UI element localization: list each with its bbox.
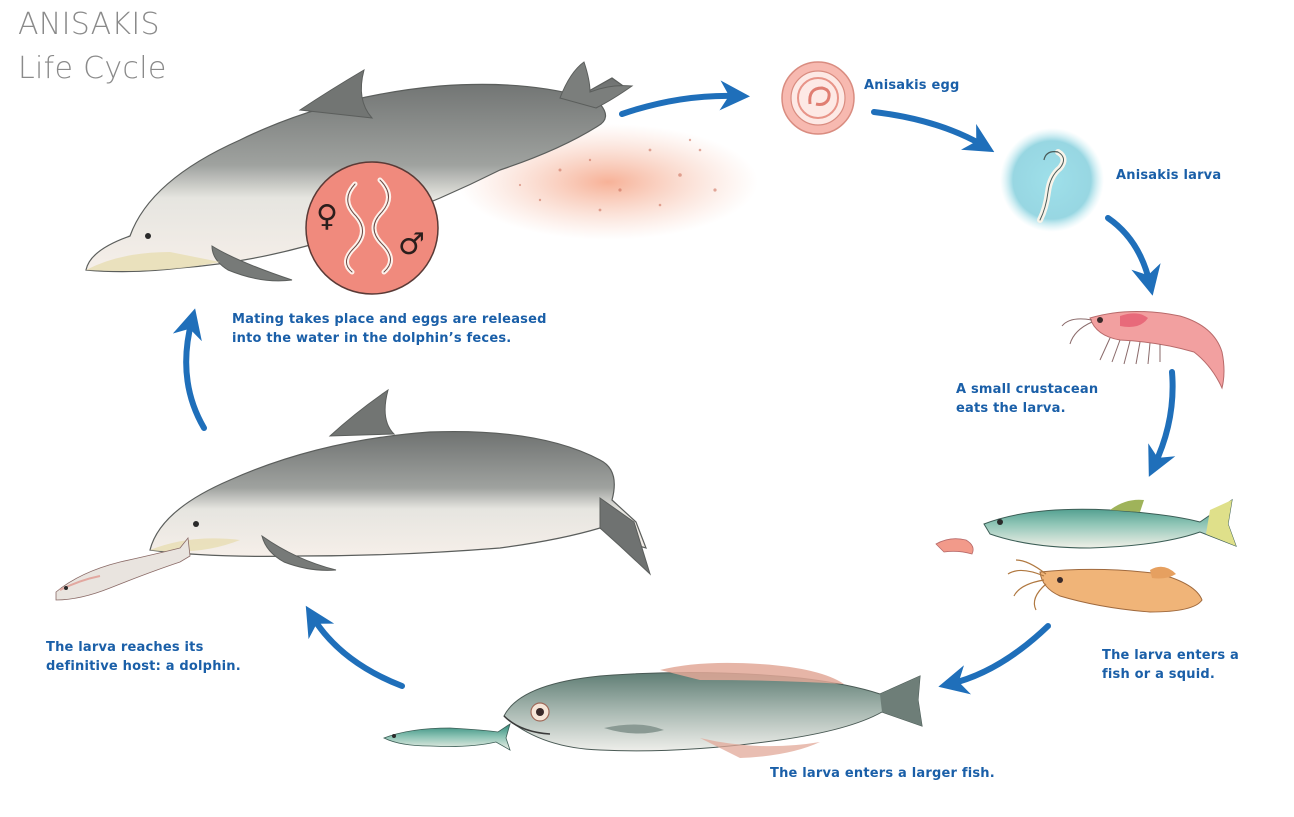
egg-illustration bbox=[781, 61, 855, 135]
arrow-larger-fish-to-dolphin bbox=[305, 605, 405, 689]
dolphin-top-dorsal-fin bbox=[298, 68, 374, 119]
dolphin-top-tail bbox=[559, 61, 634, 109]
arrow-dolphin-to-egg bbox=[619, 80, 750, 117]
arrow-dolphin-to-mating bbox=[172, 308, 207, 431]
female-symbol: ♀ bbox=[316, 199, 338, 234]
caption-larva: Anisakis larva bbox=[1116, 168, 1222, 183]
larva-illustration bbox=[1000, 128, 1104, 232]
squid bbox=[1039, 568, 1203, 613]
larger-fish-illustration bbox=[383, 662, 923, 758]
dolphin-mating-illustration: ♀ ♂ bbox=[85, 61, 758, 295]
caption-crustacean: A small crustacean eats the larva. bbox=[956, 382, 1099, 416]
dolphin-host-illustration bbox=[55, 388, 652, 601]
caption-mating: Mating takes place and eggs are released… bbox=[232, 312, 547, 346]
arrow-crustacean-to-fish bbox=[1148, 369, 1176, 477]
male-symbol: ♂ bbox=[398, 227, 425, 262]
dolphin-bottom-body bbox=[149, 430, 647, 557]
page-subtitle: Life Cycle bbox=[18, 51, 167, 86]
cycle-arrows bbox=[172, 80, 1176, 695]
caption-dolphin-host: The larva reaches its definitive host: a… bbox=[46, 640, 241, 674]
large-fish-body bbox=[503, 671, 923, 752]
crustacean-illustration bbox=[1061, 311, 1225, 390]
arrow-larva-to-crustacean bbox=[1105, 215, 1161, 296]
arrow-egg-to-larva bbox=[871, 109, 995, 153]
page-title: ANISAKIS bbox=[18, 7, 160, 42]
dolphin-top-flipper bbox=[211, 245, 293, 282]
caption-larger-fish: The larva enters a larger fish. bbox=[770, 766, 995, 781]
arrow-fish-to-larger-fish bbox=[938, 623, 1051, 695]
caption-egg: Anisakis egg bbox=[864, 78, 960, 93]
caption-fish-or-squid: The larva enters a fish or a squid. bbox=[1102, 648, 1240, 682]
fish-and-squid-illustration bbox=[935, 498, 1237, 613]
green-fish bbox=[983, 498, 1237, 549]
